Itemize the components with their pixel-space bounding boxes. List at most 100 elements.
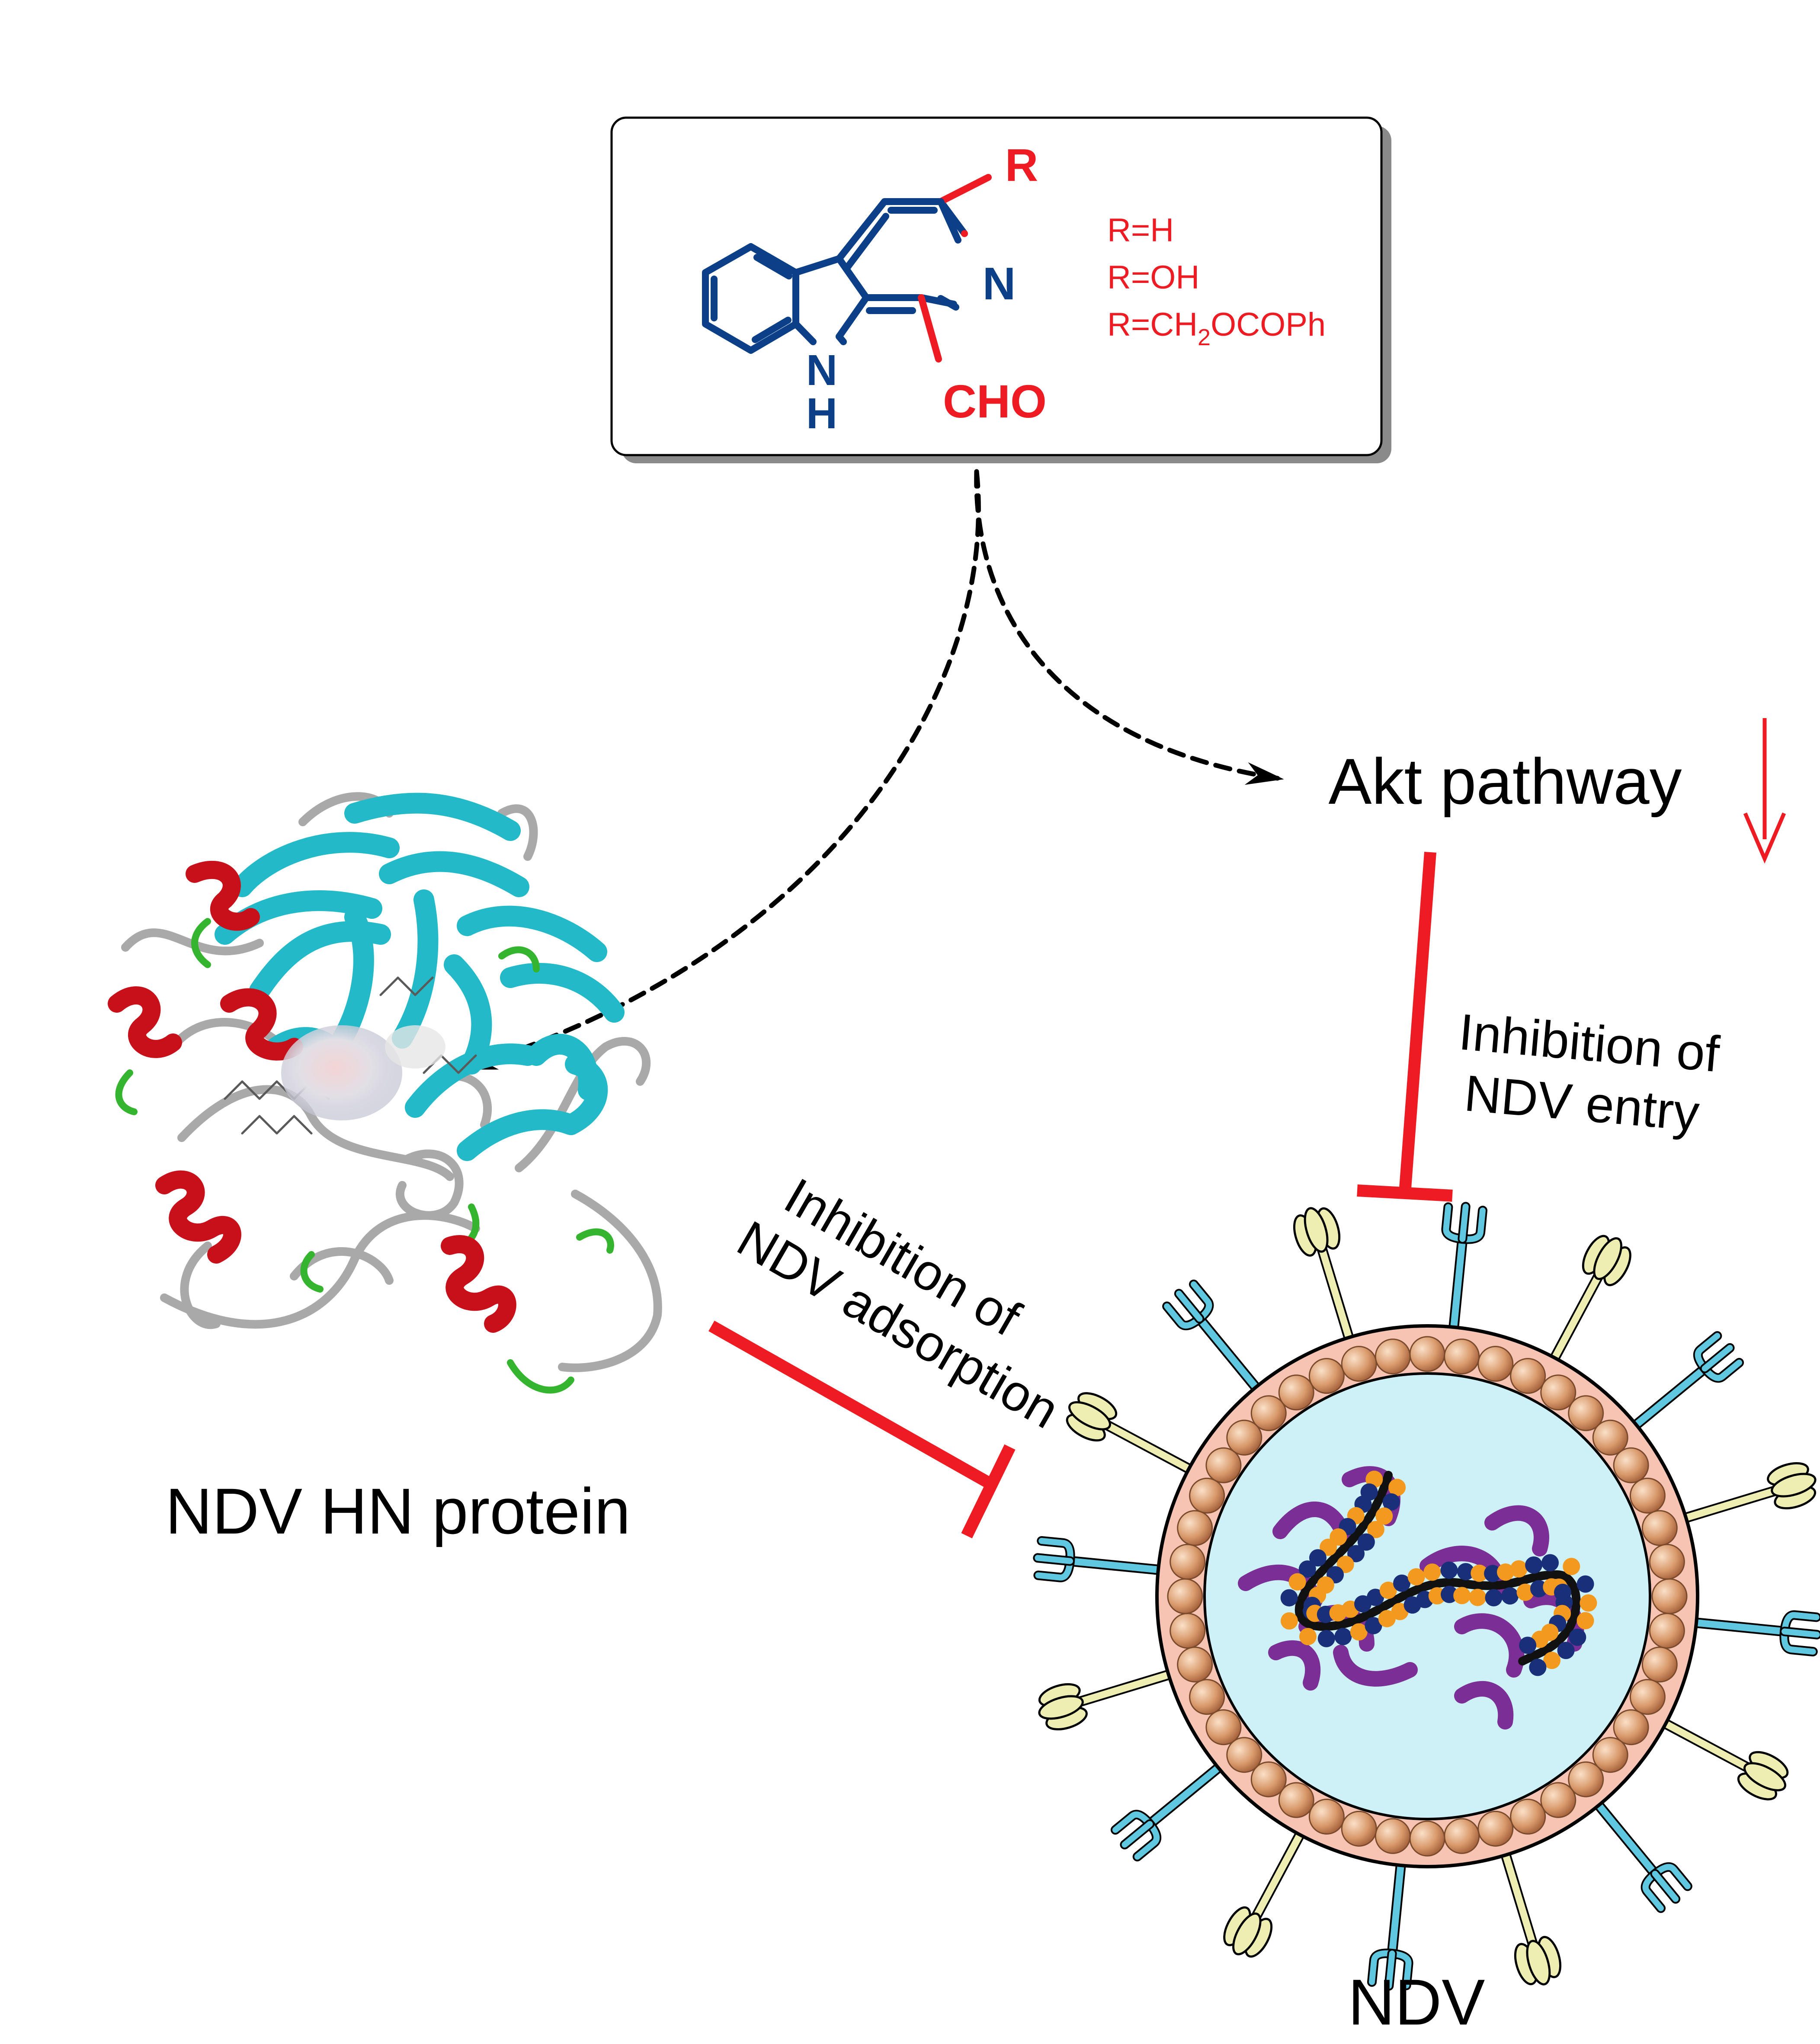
f-spike-icon — [1547, 1235, 1631, 1367]
matrix-protein-bead — [1649, 1613, 1685, 1649]
nucleocapsid-dot — [1280, 1589, 1298, 1607]
nucleocapsid-dot — [1541, 1554, 1559, 1572]
matrix-protein-bead — [1170, 1613, 1206, 1649]
adsorption-inhibition-label: Inhibition of NDV adsorption — [728, 1158, 1099, 1440]
matrix-protein-bead — [1568, 1761, 1604, 1797]
f-spike-icon — [1677, 1462, 1817, 1525]
matrix-protein-bead — [1308, 1798, 1345, 1835]
protein-beta-sheets — [215, 793, 625, 1161]
matrix-protein-bead — [1540, 1782, 1576, 1818]
matrix-protein-bead — [1613, 1709, 1649, 1746]
protein-coils — [121, 792, 662, 1372]
nucleocapsid-dot — [1557, 1642, 1575, 1659]
matrix-protein-layer — [1167, 1336, 1688, 1857]
indole-nitrogen-label: N — [806, 346, 837, 395]
variant-r-ch2ocoph: R=CH2OCOPh — [1107, 306, 1326, 350]
hn-protein-structure — [108, 792, 662, 1394]
nucleocapsid-dot — [1496, 1563, 1514, 1581]
nucleocapsid-dot — [1288, 1573, 1306, 1591]
down-arrow-icon — [1743, 718, 1786, 864]
matrix-protein-bead — [1375, 1338, 1411, 1375]
nucleocapsid-dot — [1453, 1587, 1471, 1604]
nucleocapsid-dot — [1378, 1610, 1396, 1627]
matrix-protein-bead — [1444, 1818, 1480, 1854]
matrix-protein-bead — [1205, 1447, 1242, 1483]
matrix-protein-bead — [1651, 1578, 1688, 1614]
entry-inhibition-label: Inhibition of NDV entry — [1452, 1003, 1736, 1144]
matrix-protein-bead — [1189, 1679, 1225, 1715]
nucleocapsid-dot — [1516, 1583, 1534, 1601]
matrix-protein-bead — [1409, 1336, 1445, 1372]
hn-spike-icon — [1367, 1857, 1413, 1991]
matrix-protein-bead — [1649, 1543, 1685, 1580]
rna-bound-proteins — [1280, 1470, 1597, 1676]
nucleocapsid-dot — [1440, 1561, 1458, 1579]
matrix-protein-bead — [1226, 1737, 1262, 1773]
matrix-protein-bead — [1641, 1646, 1678, 1683]
indole-hydrogen-label: H — [806, 389, 837, 438]
variant3-tail: OCOPh — [1211, 306, 1326, 343]
aldehyde-group-label: CHO — [943, 375, 1047, 427]
nucleocapsid-dot — [1501, 1587, 1519, 1605]
matrix-protein-bead — [1477, 1810, 1514, 1847]
akt-pathway-label: Akt pathway — [1328, 745, 1682, 818]
hn-spike-icon — [1110, 1759, 1227, 1861]
structure-box: R N N H CHO R=H R=OH R=CH2OCOPh — [610, 116, 1391, 463]
nucleocapsid-dot — [1347, 1545, 1365, 1563]
matrix-protein-bead — [1177, 1646, 1213, 1683]
matrix-protein-bead — [1341, 1810, 1377, 1847]
hn-spike-icon — [1441, 1202, 1488, 1335]
protein-alpha-helices — [108, 860, 516, 1333]
nucleocapsid-dot — [1543, 1652, 1561, 1669]
binding-pocket-surface-secondary — [385, 1025, 445, 1069]
nucleocapsid-dot — [1441, 1585, 1458, 1603]
nucleocapsid-dot — [1350, 1623, 1368, 1641]
nucleocapsid-dot — [1388, 1479, 1406, 1496]
nucleocapsid-dot — [1530, 1580, 1548, 1598]
matrix-protein-bead — [1613, 1447, 1649, 1483]
matrix-protein-bead — [1226, 1419, 1262, 1456]
f-spike-icon — [1293, 1207, 1356, 1346]
f-spike-icon — [1499, 1846, 1561, 1986]
matrix-protein-bead — [1592, 1419, 1628, 1456]
structure-red-bonds — [918, 174, 992, 363]
rna-strand — [1295, 1471, 1581, 1665]
variant-r-oh: R=OH — [1107, 259, 1199, 296]
entry-inhibition-bar — [1357, 851, 1453, 1202]
matrix-protein-bead — [1592, 1737, 1628, 1773]
matrix-protein-bead — [1250, 1761, 1287, 1797]
nucleocapsid-dot — [1525, 1556, 1543, 1574]
binding-pocket-surface — [281, 1025, 402, 1120]
matrix-protein-bead — [1444, 1338, 1480, 1375]
matrix-protein-bead — [1250, 1395, 1287, 1431]
matrix-protein-bead — [1409, 1820, 1445, 1857]
matrix-protein-bead — [1341, 1346, 1377, 1382]
variant3-main: R=CH — [1107, 306, 1198, 343]
nucleocapsid-dot — [1510, 1560, 1528, 1578]
substituent-r-label: R — [1005, 140, 1038, 191]
nucleocapsid-dot — [1320, 1538, 1337, 1556]
nucleocapsid-dot — [1484, 1565, 1502, 1582]
nucleocapsid-dot — [1423, 1563, 1441, 1581]
viral-genome — [1238, 1466, 1597, 1730]
pyridine-nitrogen-label: N — [983, 258, 1016, 309]
adsorption-inhibition-bar — [708, 1320, 1016, 1539]
nucleocapsid-dot — [1334, 1628, 1352, 1646]
nucleocapsid-dot — [1407, 1568, 1425, 1586]
matrix-protein-bead — [1278, 1374, 1314, 1411]
nucleocapsid-dot — [1471, 1564, 1488, 1582]
matrix-protein-bead — [1477, 1346, 1514, 1382]
hn-spike-icon — [1033, 1536, 1166, 1582]
f-spike-icon — [1066, 1392, 1198, 1477]
nucleocapsid-dot — [1457, 1563, 1474, 1581]
nucleocapsid-dot — [1298, 1560, 1316, 1578]
matrix-protein-bead — [1189, 1477, 1225, 1514]
nucleocapsid-dot — [1569, 1628, 1586, 1646]
matrix-protein-bead — [1278, 1782, 1314, 1818]
nucleocapsid-dot — [1375, 1507, 1393, 1525]
hn-spike-icon — [1688, 1610, 1820, 1657]
nucleocapsid-dot — [1529, 1659, 1547, 1676]
matrix-protein-bead — [1568, 1395, 1604, 1431]
nucleocapsid-dot — [1576, 1612, 1594, 1630]
f-spike-icon — [1657, 1716, 1789, 1800]
